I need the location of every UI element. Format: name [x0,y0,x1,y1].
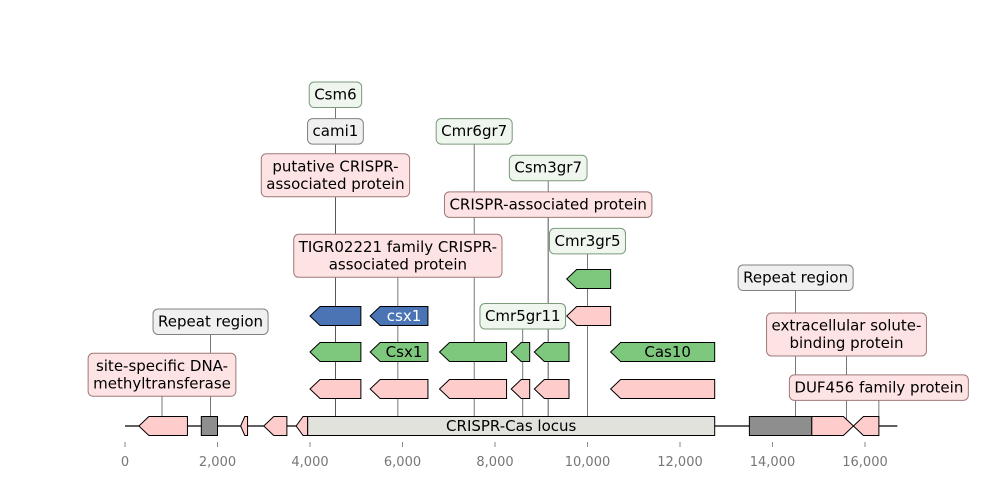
feature-g6 [609,342,716,362]
feature-p1 [309,379,362,399]
annotation-text: TIGR02221 family CRISPR- [298,238,497,256]
annotation-text: cami1 [313,122,359,140]
annotation-text: site-specific DNA- [96,357,228,375]
tick-label: 6,000 [384,455,421,470]
feature-b1 [309,306,362,326]
annotation-label: extracellular solute-binding protein [766,312,927,357]
feature-p4 [510,379,531,399]
annotation-text: Csm3gr7 [514,159,582,177]
annotation-label: putative CRISPR-associated protein [260,153,411,198]
annotation-label: Csm3gr7 [508,154,588,182]
annotation-label: cami1 [307,118,364,145]
annotation-text: putative CRISPR- [272,157,398,175]
feature-g7 [565,269,612,289]
annotation-text: Repeat region [743,269,848,287]
annotation-label: Repeat region [737,264,854,292]
annotation-text: Cmr5gr11 [485,307,561,325]
tick-label: 0 [121,455,129,470]
feature-g4 [510,342,531,362]
annotation-box [152,308,269,335]
feature-layer: CRISPR-Cas locus Csx1 Cas10 csx1 [138,269,880,436]
feature-r1 [565,306,612,326]
feature-locus [307,416,716,436]
annotation-label: DUF456 family protein [788,374,969,401]
tick-label: 12,000 [657,455,703,470]
feature-g2 [369,342,429,362]
feature-p3 [438,379,508,399]
tick-label: 14,000 [750,455,796,470]
annotation-text: binding protein [789,334,903,352]
tick-label: 8,000 [476,455,513,470]
annotation-box [87,352,237,397]
x-axis: 0 2,000 4,000 6,000 8,000 10,000 12,000 14,000 1… [121,442,888,470]
annotation-box [293,233,503,278]
feature-label-g6: Cas10 [644,343,691,361]
feature-f8 [852,416,880,436]
annotation-box [508,154,588,182]
feature-p2 [369,379,429,399]
annotation-label: Cmr3gr5 [548,227,627,255]
annotation-label: site-specific DNA-methyltransferase [87,352,237,397]
annotation-box [307,118,364,145]
feature-f7 [811,416,855,436]
annotation-text: methyltransferase [93,374,231,392]
annotation-box [479,302,567,330]
tick-label: 2,000 [199,455,236,470]
annotation-box [260,153,411,198]
annotation-label: Csm6 [308,81,363,109]
annotation-text: Cmr3gr5 [554,232,620,250]
annotation-box [443,191,653,218]
annotation-text: associated protein [266,175,404,193]
tick-label: 4,000 [291,455,328,470]
annotation-label: TIGR02221 family CRISPR-associated prote… [293,233,503,278]
annotation-label: Cmr6gr7 [435,118,513,145]
tick-label: 16,000 [842,455,888,470]
feature-f1 [138,416,188,436]
feature-g1 [309,342,362,362]
annotation-box [308,81,363,109]
feature-label-b2: csx1 [387,307,421,325]
annotation-box [737,264,854,292]
annotation-text: extracellular solute- [772,317,922,335]
annotation-text: CRISPR-associated protein [449,195,646,213]
feature-p5 [533,379,570,399]
annotation-text: Repeat region [158,312,263,330]
annotation-box [788,374,969,401]
feature-g3 [438,342,508,362]
feature-p6 [609,379,716,399]
annotation-label: Repeat region [152,308,269,335]
annotation-text: associated protein [329,255,467,273]
feature-label-g2: Csx1 [386,343,423,361]
feature-f4 [263,416,288,436]
annotation-box [435,118,513,145]
annotation-layer: site-specific DNA-methyltransferase Repea… [87,81,969,401]
annotation-label: Cmr5gr11 [479,302,567,330]
annotation-box [766,312,927,357]
annotation-box [548,227,627,255]
feature-b2 [369,306,429,326]
feature-f5 [295,416,309,436]
feature-f6 [748,416,813,436]
annotation-text: Cmr6gr7 [441,122,507,140]
annotation-text: Csm6 [314,86,356,104]
annotation-text: DUF456 family protein [794,378,963,396]
tick-label: 10,000 [565,455,611,470]
feature-f2 [200,416,218,436]
feature-f3 [240,416,249,436]
feature-g5 [533,342,570,362]
annotation-label: CRISPR-associated protein [443,191,653,218]
feature-label-locus: CRISPR-Cas locus [446,417,576,435]
annotation-leaders [161,94,880,426]
